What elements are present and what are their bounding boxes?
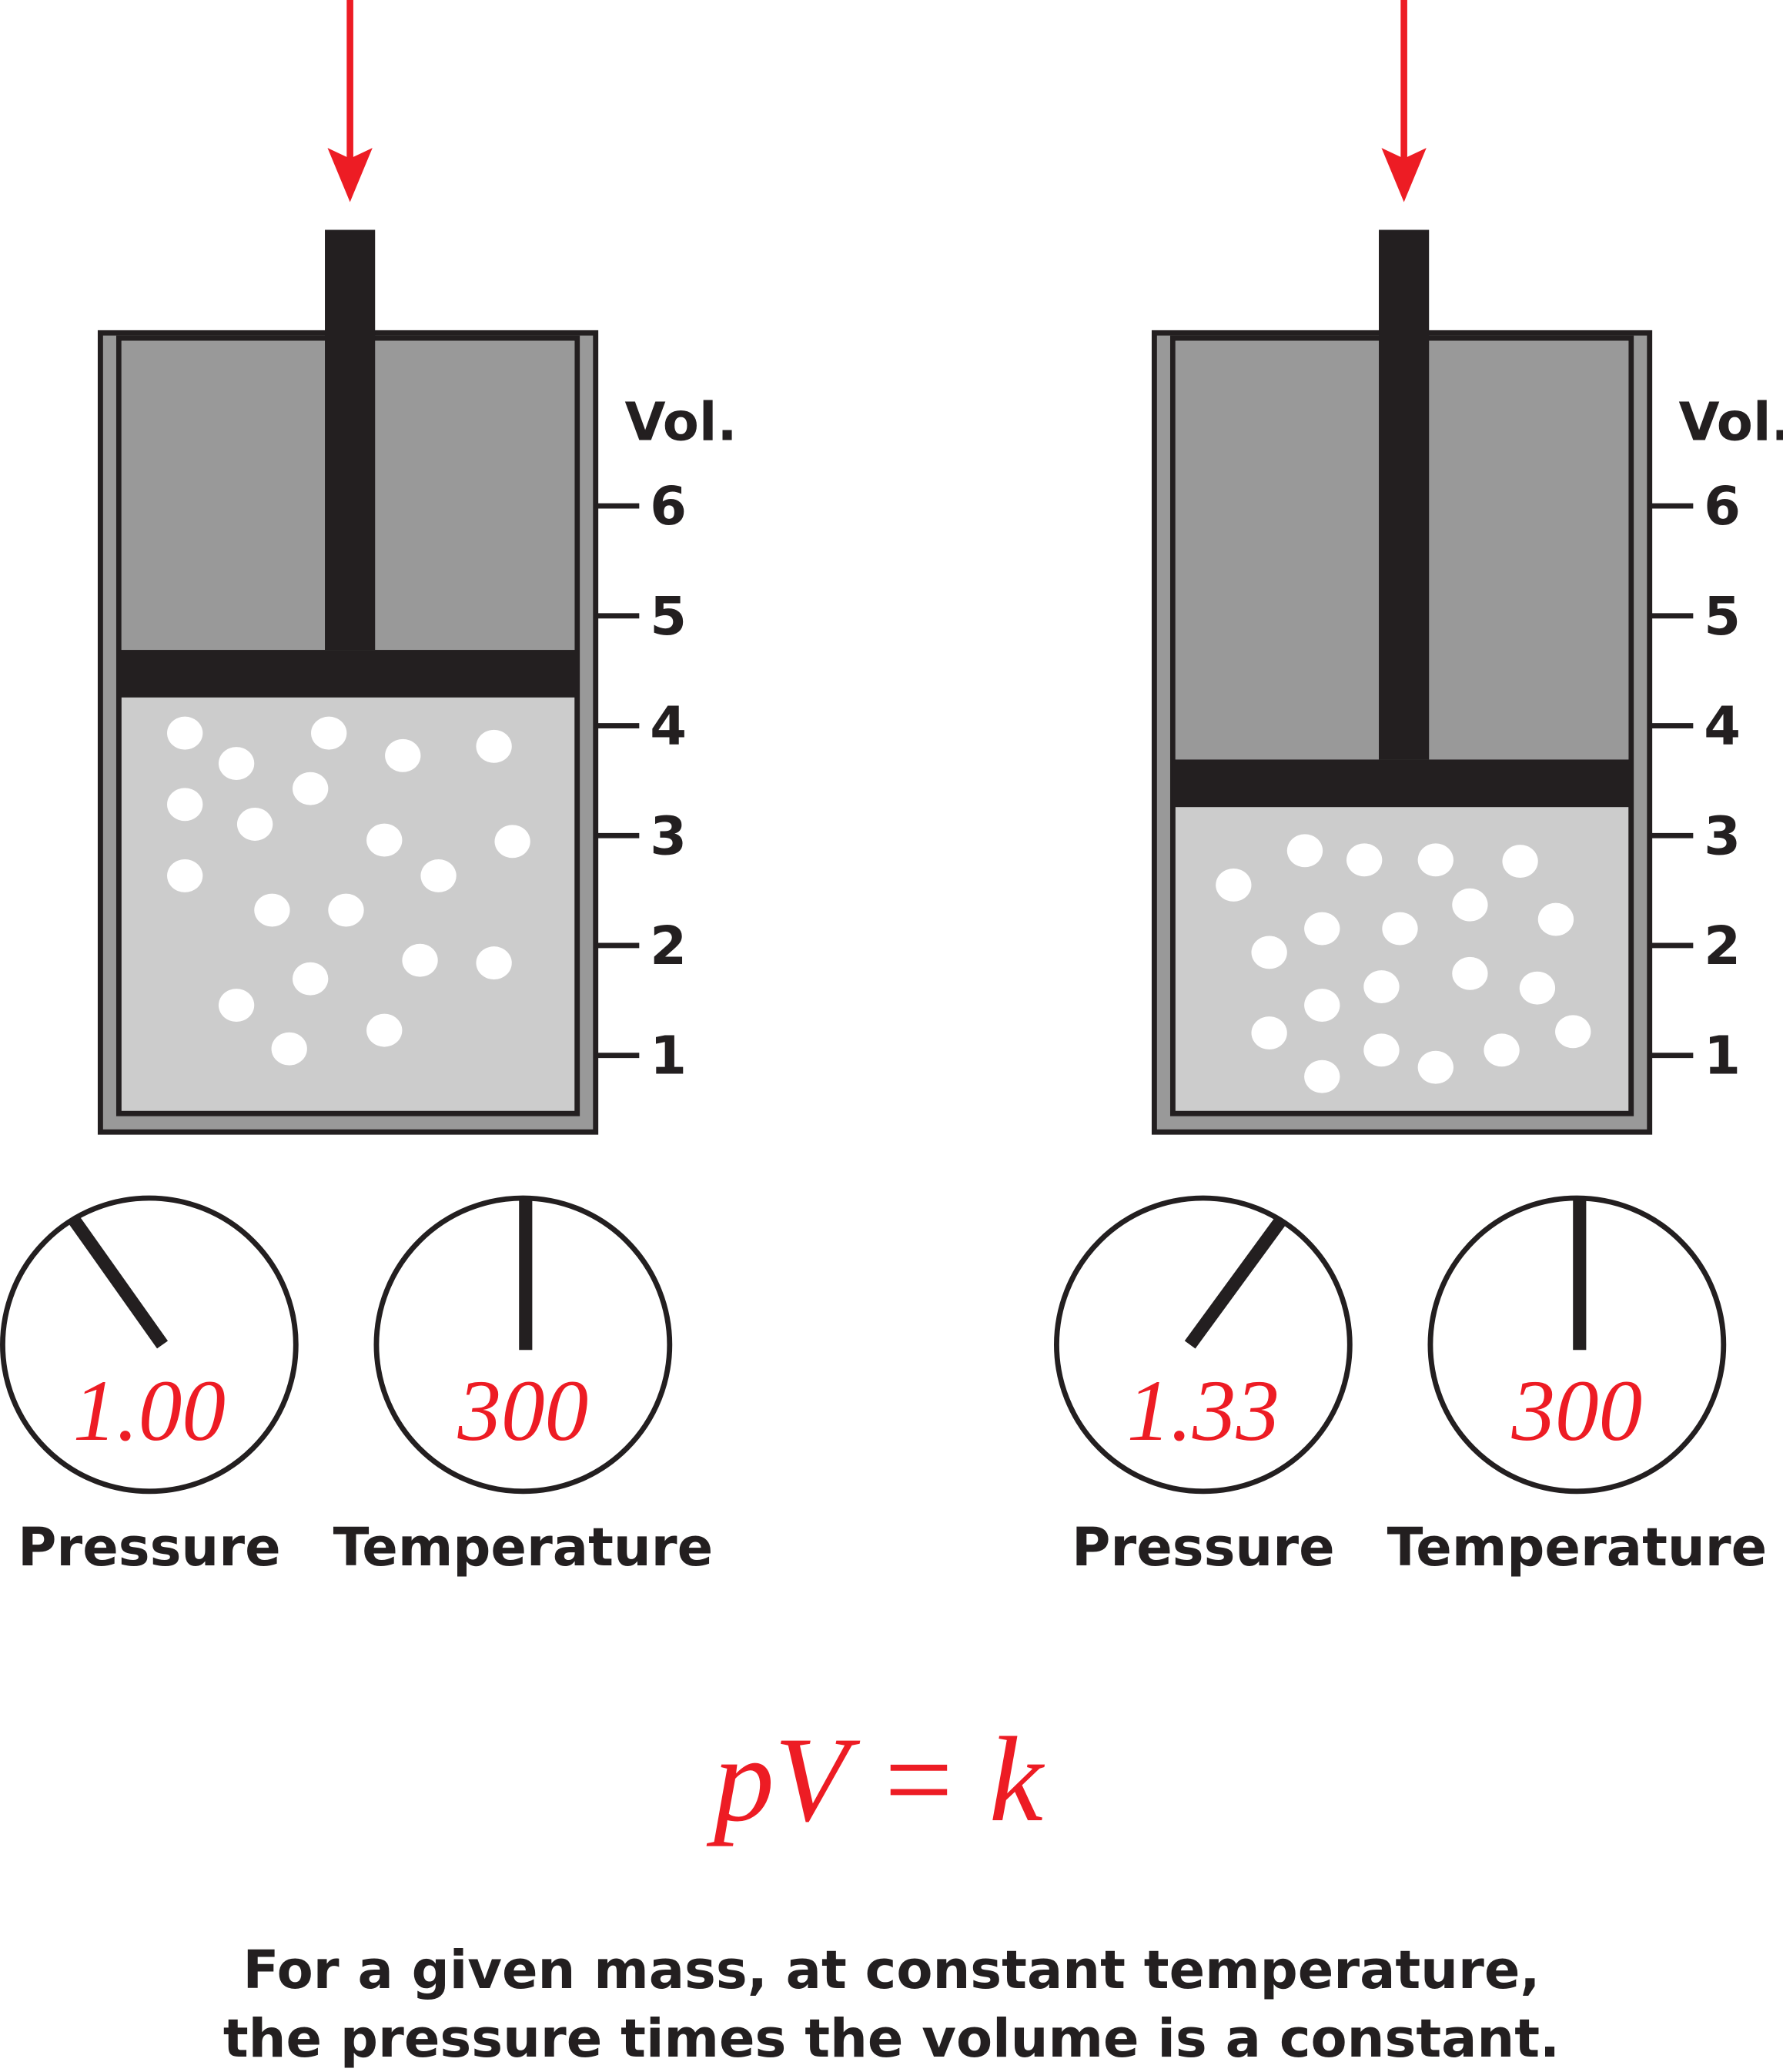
volume-tick-label: 6 [1704,476,1741,537]
gas-particle [1452,956,1488,990]
pressure-label: Pressure [18,1517,281,1578]
gas-particle [311,716,347,750]
gas-particle [1484,1033,1520,1067]
gas-particle [420,859,457,892]
gas-particle [1251,936,1287,969]
gas-particle [494,825,530,859]
gas-particle [1216,868,1252,902]
gas-particle [1502,845,1538,878]
volume-tick-label: 2 [1704,915,1741,977]
gas-particle [1304,989,1340,1022]
gas-particle [1363,970,1400,1003]
gas-particle [1304,912,1340,946]
pressure-gauge [1054,1195,1353,1495]
volume-tick-label: 3 [650,805,687,867]
temperature-gauge [373,1195,673,1495]
temperature-value: 300 [457,1363,588,1459]
gas-particle [167,859,203,892]
piston-rod [1379,229,1430,760]
volume-tick-label: 5 [650,586,687,648]
gas-particle [1363,1033,1400,1067]
force-arrow-head [327,148,373,203]
gas-particle [167,788,203,822]
pressure-value: 1.00 [73,1363,226,1459]
pressure-needle [67,1213,169,1349]
gas-particle [1251,1016,1287,1049]
caption-line-2: the pressure times the volume is a const… [223,2008,1560,2070]
volume-tick-label: 6 [650,476,687,537]
gas-particle [1382,912,1418,946]
gas-particle [1537,902,1574,936]
gas-particle [402,943,438,977]
volume-tick-label: 5 [1704,586,1741,648]
gas-particle [293,962,329,996]
gas-particle [236,808,273,841]
pressure-gauge [0,1195,299,1495]
piston-plate [1172,759,1631,808]
boyles-law-formula: pV = k [706,1712,1045,1847]
temperature-label: Temperature [1387,1517,1767,1578]
temperature-gauge [1427,1195,1727,1495]
gas-particle [476,729,512,763]
gas-particle [476,946,512,980]
piston-rod [325,229,376,651]
gas-particle [1519,971,1556,1005]
volume-tick-label: 4 [650,696,687,758]
gas-particle [366,1013,403,1047]
volume-tick-label: 1 [650,1026,687,1087]
volume-tick-label: 3 [1704,805,1741,867]
pressure-label: Pressure [1072,1517,1335,1578]
gas-particle [254,893,290,927]
gas-particle [271,1032,307,1066]
gas-particle [1304,1059,1340,1093]
piston-plate [119,650,577,698]
gas-particle [218,747,255,781]
force-arrow-head [1381,148,1427,203]
volume-axis-label: Vol. [624,391,737,453]
temperature-label: Temperature [333,1517,713,1578]
gas-particle [1555,1015,1591,1049]
gas-particle [1417,843,1453,877]
volume-tick-label: 2 [650,915,687,977]
gas-particle [218,989,255,1022]
volume-tick-label: 1 [1704,1026,1741,1087]
pressure-value: 1.33 [1127,1363,1280,1459]
gas-particle [1417,1050,1453,1084]
gas-particle [293,772,329,805]
gas-particle [328,893,364,927]
gas-particle [385,738,421,772]
volume-tick-label: 4 [1704,696,1741,758]
temperature-value: 300 [1510,1363,1642,1459]
gas-particle [1452,888,1488,922]
gas-particle [1346,843,1383,877]
gas-particle [366,823,403,857]
gas-particle [1286,834,1323,868]
pressure-needle [1184,1217,1286,1349]
volume-axis-label: Vol. [1678,391,1783,453]
caption-line-1: For a given mass, at constant temperatur… [243,1940,1540,2001]
gas-particle [167,716,203,750]
